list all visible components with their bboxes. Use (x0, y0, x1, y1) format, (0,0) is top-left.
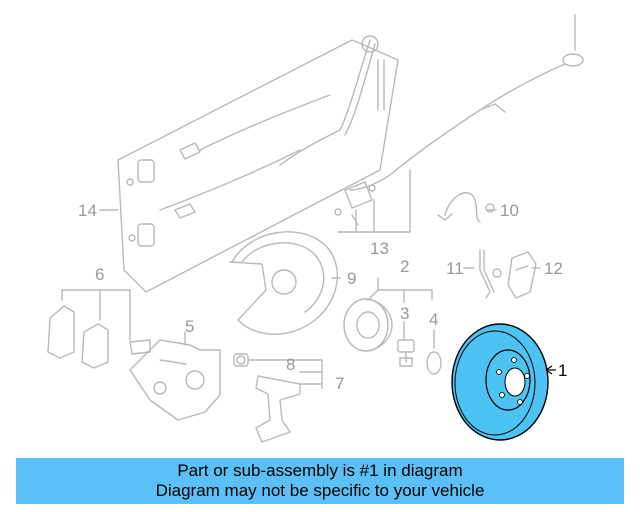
part-2-hub (343, 298, 393, 352)
callout-14[interactable]: 14 (78, 201, 97, 220)
callout-10[interactable]: 10 (500, 201, 519, 220)
callout-4[interactable]: 4 (429, 310, 439, 329)
callout-6[interactable]: 6 (95, 265, 105, 284)
callout-2[interactable]: 2 (400, 257, 410, 276)
part-11-sensor (479, 249, 502, 299)
part-8-bolts (233, 353, 249, 367)
callout-13[interactable]: 13 (370, 239, 389, 258)
part-5-caliper (129, 339, 221, 421)
part-12-sensor (507, 251, 537, 299)
banner-line-1: Part or sub-assembly is #1 in diagram (177, 461, 463, 480)
callout-5[interactable]: 5 (185, 317, 195, 336)
part-4-ring (426, 351, 442, 375)
callout-8[interactable]: 8 (286, 355, 296, 374)
part-7-bracket (255, 375, 301, 443)
banner-line-2: Diagram may not be specific to your vehi… (155, 481, 485, 500)
callout-9[interactable]: 9 (347, 269, 357, 288)
info-banner: Part or sub-assembly is #1 in diagram Di… (16, 458, 624, 504)
part-6-brake-pads (47, 305, 151, 369)
callout-1[interactable]: 1 (558, 361, 568, 380)
callout-7[interactable]: 7 (335, 374, 345, 393)
part-1-brake-rotor (451, 323, 556, 441)
callout-11[interactable]: 11 (446, 259, 464, 278)
part-10-hose (437, 192, 495, 223)
callout-3[interactable]: 3 (400, 304, 410, 323)
part-13-sensor-lead (334, 14, 584, 226)
part-3-bolt (397, 339, 415, 367)
part-9-backing-plate (229, 231, 339, 335)
callout-12[interactable]: 12 (544, 259, 563, 278)
part-14-harness-panel (117, 35, 399, 293)
